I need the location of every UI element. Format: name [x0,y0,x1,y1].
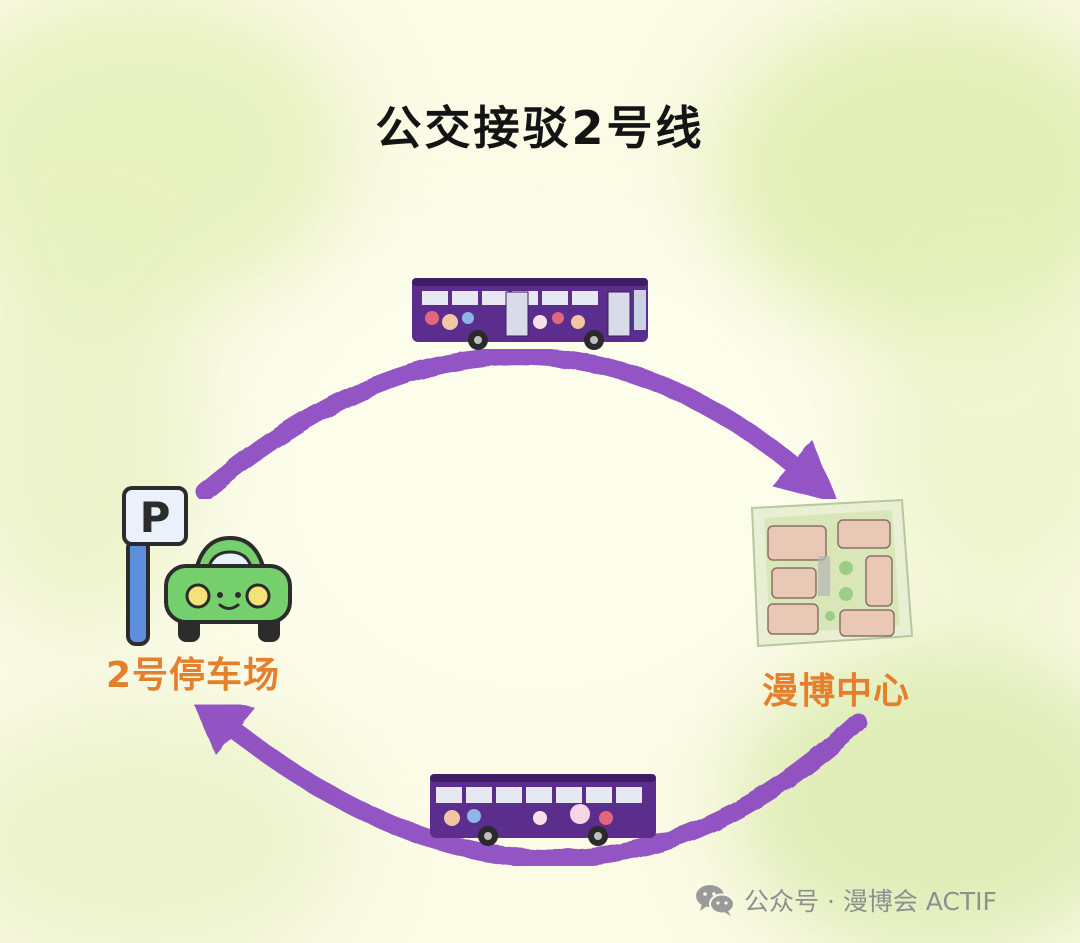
parking-sign-letter: P [140,493,171,542]
route-arrow-return [188,692,867,868]
bus-icon-top [412,278,648,350]
station-label-parking: 2号停车场 [106,655,281,696]
car-icon [164,535,292,642]
station-label-center: 漫博中心 [762,671,911,712]
route-arrow-outbound [196,347,839,504]
page-title: 公交接驳2号线 [375,101,705,155]
footer-watermark: 公众号 · 漫博会 ACTIF [694,880,997,920]
parking-sign-icon: P [122,486,188,646]
footer-text: 公众号 · 漫博会 ACTIF [744,887,997,916]
wechat-icon [696,885,735,916]
exhibition-center-icon [750,498,914,648]
bus-icon-bottom [430,774,656,846]
